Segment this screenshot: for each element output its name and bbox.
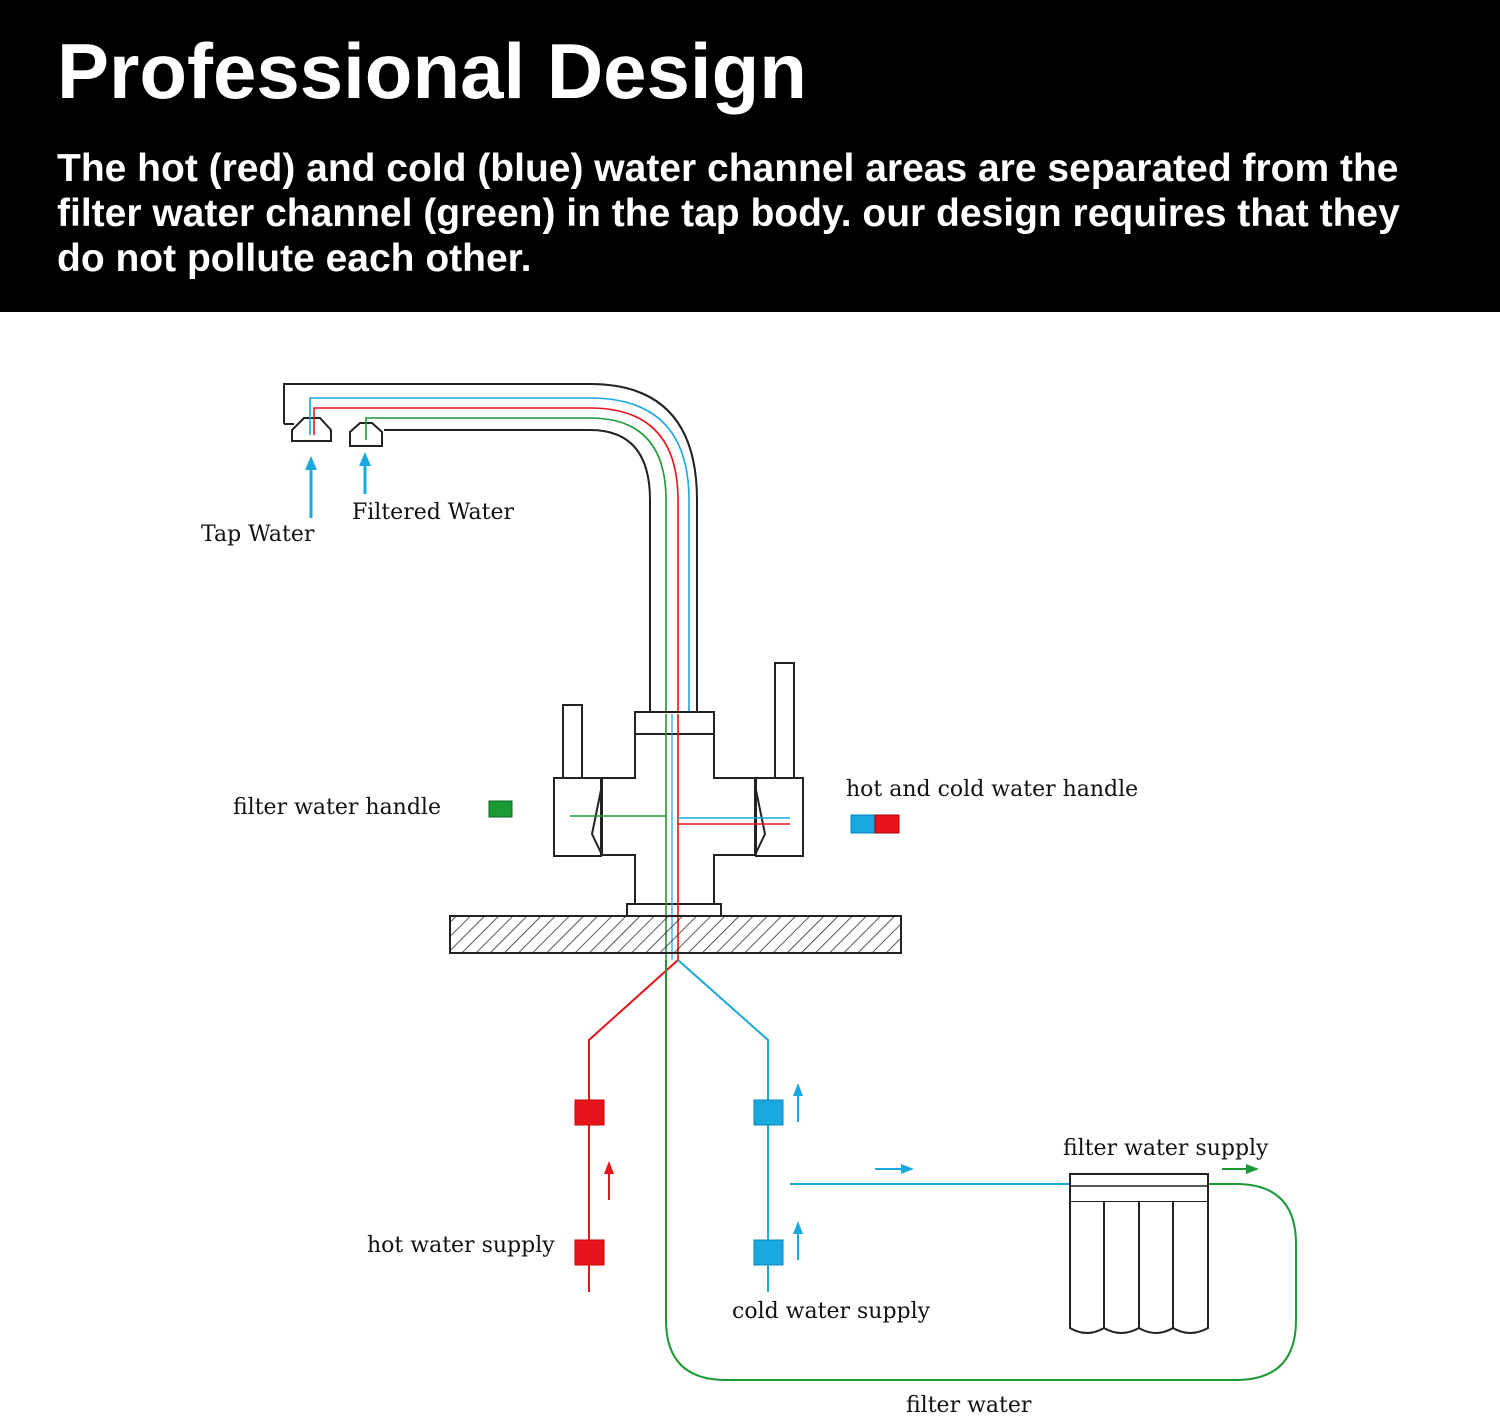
- filter-water-label: filter water: [906, 1393, 1032, 1417]
- filter-supply-line: [665, 960, 1297, 1381]
- hot-cold-handle-block: [755, 777, 804, 857]
- hot-cold-handle-label: hot and cold water handle: [846, 777, 1138, 802]
- tap-water-nozzle: [291, 417, 332, 442]
- cold-flow-arrow-upper: [793, 1083, 803, 1096]
- cold-supply-label: cold water supply: [732, 1299, 931, 1324]
- tap-water-arrowhead: [305, 456, 317, 470]
- hot-flow-arrow: [604, 1161, 614, 1174]
- filter-handle-swatch: [488, 800, 513, 818]
- hot-handle-swatch: [874, 814, 900, 834]
- filtered-water-arrowhead: [359, 452, 371, 466]
- hot-supply-line: [588, 959, 679, 1292]
- cold-to-filter-arrow: [901, 1164, 914, 1174]
- spout-outline: [283, 383, 698, 714]
- cold-valve-upper: [753, 1099, 784, 1126]
- filter-handle-block: [553, 777, 602, 857]
- body-collar: [634, 711, 715, 735]
- page-title: Professional Design: [57, 27, 807, 115]
- filter-unit: [1069, 1173, 1209, 1334]
- hot-cold-handle-lever: [774, 662, 795, 781]
- cold-valve-lower: [753, 1239, 784, 1266]
- cold-channel-spout: [309, 397, 690, 714]
- filter-water-handle-label: filter water handle: [233, 795, 441, 820]
- filtered-water-label: Filtered Water: [352, 500, 514, 525]
- page-subtitle: The hot (red) and cold (blue) water chan…: [57, 147, 1400, 280]
- filter-supply-arrow: [1246, 1164, 1259, 1174]
- hot-valve-lower: [574, 1239, 605, 1266]
- header-banner: Professional Design The hot (red) and co…: [0, 0, 1500, 312]
- hot-supply-label: hot water supply: [367, 1233, 555, 1258]
- countertop: [449, 915, 902, 954]
- tap-water-label: Tap Water: [201, 522, 315, 547]
- hot-valve-upper: [574, 1099, 605, 1126]
- hot-channel-spout: [313, 407, 679, 714]
- filter-supply-label: filter water supply: [1063, 1136, 1269, 1161]
- filter-channel-spout: [365, 417, 667, 714]
- body-base: [626, 903, 722, 917]
- filter-handle-lever: [562, 704, 583, 781]
- cold-handle-swatch: [850, 814, 876, 834]
- cold-supply-line: [677, 959, 769, 1292]
- cold-flow-arrow-lower: [793, 1221, 803, 1234]
